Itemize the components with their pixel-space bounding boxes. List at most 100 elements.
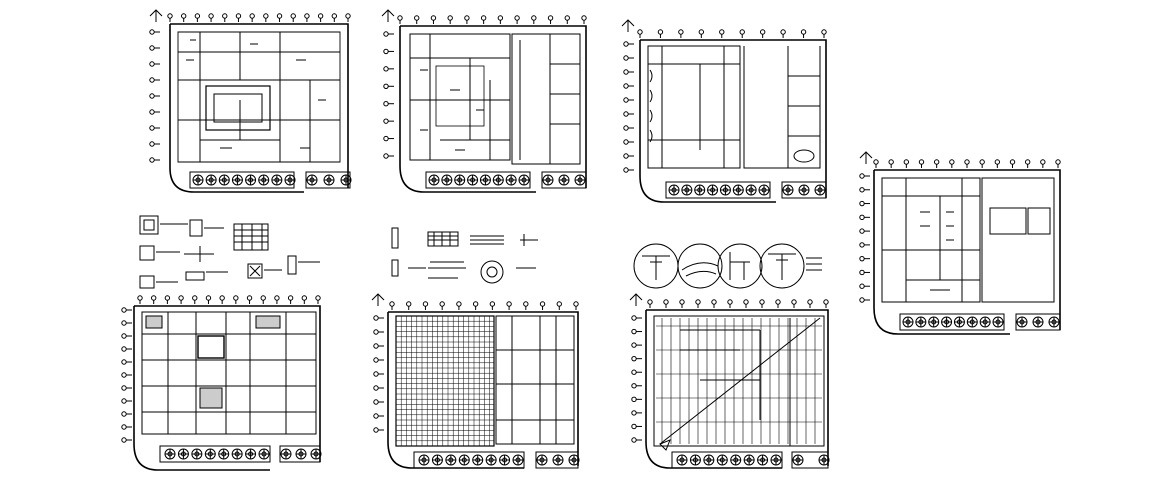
- grid-bubble: [1055, 159, 1061, 165]
- roof-framing-plan-7: [629, 293, 830, 469]
- tree-icon: [518, 174, 530, 186]
- north-arrow-icon: [371, 293, 385, 306]
- detail-group-c: [633, 243, 822, 289]
- planting-strip: [782, 184, 826, 196]
- tree-icon: [966, 316, 978, 328]
- grid-bubble: [235, 13, 242, 19]
- grid-bubble: [623, 97, 629, 103]
- grid-bubble: [994, 159, 1001, 165]
- ceiling-grid-plan-6: [371, 293, 580, 469]
- grid-bubble: [859, 214, 865, 221]
- detail-circle-1: [633, 243, 679, 289]
- grid-bubble: [383, 118, 389, 124]
- grid-bubble: [422, 301, 429, 307]
- grid-bubble: [623, 83, 629, 89]
- grid-bubble: [373, 315, 379, 321]
- tree-icon: [743, 454, 755, 466]
- grid-bubble: [315, 295, 321, 301]
- tree-icon: [757, 454, 769, 466]
- planting-strip: [1016, 316, 1060, 328]
- grid-bubble: [149, 45, 155, 51]
- grid-bubble: [121, 385, 127, 391]
- tree-icon: [758, 184, 770, 196]
- tree-icon: [231, 448, 243, 460]
- grid-bubble: [373, 385, 379, 391]
- north-arrow-icon: [621, 19, 635, 32]
- planting-strip: [902, 316, 1004, 328]
- grid-bubbles-top: [873, 159, 1061, 168]
- grid-bubble: [246, 295, 253, 301]
- grid-bubble: [180, 13, 187, 19]
- grid-bubble: [631, 328, 637, 335]
- grid-bubble: [698, 29, 705, 35]
- grid-bubble: [222, 13, 228, 19]
- grid-bubble: [194, 13, 201, 19]
- tree-icon: [1048, 316, 1060, 328]
- grid-bubble: [430, 15, 437, 21]
- planting-strip: [668, 184, 770, 196]
- tree-icon: [512, 454, 524, 466]
- tree-icon: [245, 174, 257, 186]
- grid-bubble: [383, 48, 389, 55]
- grid-bubble: [581, 15, 587, 21]
- grid-bubble: [964, 159, 970, 165]
- detail-circle-4: [759, 243, 805, 289]
- tree-icon: [431, 454, 443, 466]
- tree-icon: [798, 184, 810, 196]
- planting-strip: [306, 174, 352, 186]
- tree-icon: [814, 184, 826, 196]
- tree-icon: [205, 174, 217, 186]
- grid-bubble: [695, 299, 701, 305]
- grid-bubble: [287, 295, 294, 301]
- grid-bubble: [719, 29, 725, 35]
- grid-bubble: [121, 398, 127, 404]
- grid-bubble: [743, 299, 749, 305]
- grid-bubble: [949, 159, 955, 165]
- grid-bubble: [331, 13, 338, 19]
- grid-bubble: [859, 283, 865, 289]
- grid-bubble: [631, 342, 637, 348]
- tree-icon: [340, 174, 352, 186]
- roof-joists: [656, 318, 822, 444]
- tree-icon: [323, 174, 335, 186]
- grid-bubble: [383, 66, 389, 72]
- grid-bubble: [631, 396, 637, 403]
- tree-icon: [745, 184, 757, 196]
- grid-bubble: [373, 343, 379, 349]
- planting-strip: [792, 454, 830, 466]
- tree-icon: [454, 174, 466, 186]
- grid-bubble: [979, 159, 985, 165]
- grid-bubbles-top: [397, 15, 587, 24]
- grid-bubble: [263, 13, 269, 19]
- planting-strip: [676, 454, 782, 466]
- tree-icon: [782, 184, 794, 196]
- grid-bubble: [121, 437, 127, 443]
- detail-circle-2: [677, 243, 723, 289]
- tree-icon: [574, 174, 586, 186]
- tree-icon: [445, 454, 457, 466]
- grid-bubbles-top: [647, 299, 829, 308]
- floor-plan-4: [859, 151, 1061, 335]
- grid-bubble: [859, 173, 865, 179]
- grid-bubble: [383, 135, 389, 142]
- grid-bubble: [623, 125, 629, 131]
- detail-group-a: [139, 215, 320, 289]
- grid-bubble: [149, 93, 155, 99]
- grid-bubble: [414, 15, 420, 21]
- grid-bubble: [873, 159, 879, 165]
- floor-plan-1: [149, 9, 352, 193]
- grid-bubble: [208, 13, 214, 19]
- ceiling-tile-grid: [395, 315, 495, 447]
- grid-bubble: [121, 320, 127, 326]
- grid-bubble: [383, 31, 389, 37]
- grid-bubble: [383, 101, 389, 107]
- grid-bubble: [149, 141, 155, 147]
- grid-bubble: [679, 299, 685, 305]
- tree-icon: [258, 448, 270, 460]
- grid-bubble: [918, 159, 925, 165]
- grid-bubble: [807, 299, 813, 305]
- grid-bubble: [121, 424, 127, 430]
- grid-bubble: [149, 125, 155, 131]
- grid-bubbles-left: [631, 315, 642, 443]
